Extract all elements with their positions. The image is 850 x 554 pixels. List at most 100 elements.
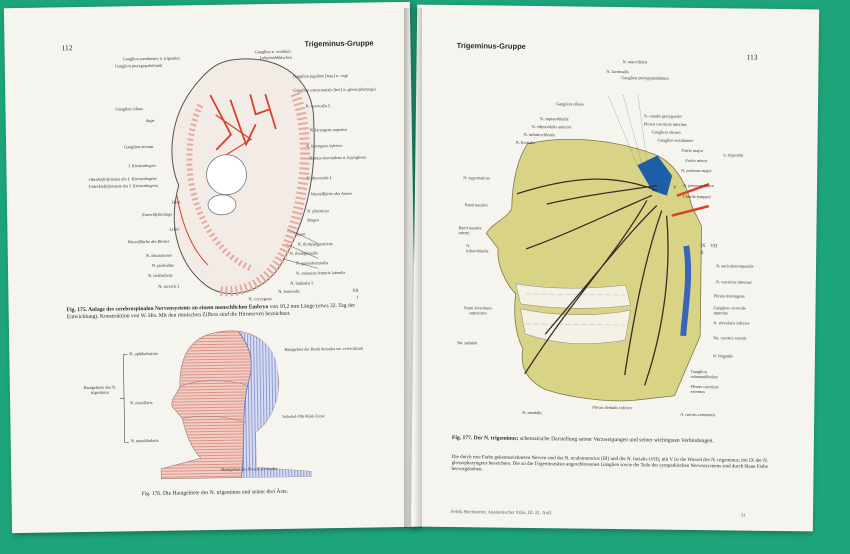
embryo-illustration <box>171 58 319 297</box>
label-ganglion-oticum-r: Ganglion oticum <box>651 129 681 135</box>
label-ganglion-semilunare: Ganglion semilunare n. trigemini <box>122 55 180 62</box>
label-nn-palatini: Nn. palatini <box>457 340 478 346</box>
label-rami-nasales: Rami nasales <box>464 202 488 208</box>
label-plexus-cervicalis: Hautgebiet des Plexus cervicalis <box>221 465 277 472</box>
label-labyrinthblaeschen: Labyrinthbläschen <box>259 54 292 61</box>
head-dermatome-illustration <box>160 330 312 480</box>
label-n-mandibularis: N. mandibularis <box>130 437 159 444</box>
trigeminus-illustration <box>485 94 710 402</box>
label-n-cutaneus-femoris: N. cutaneus femoris lateralis <box>296 269 346 276</box>
footer-text: Feldk-Hochstetter, Anatomischer Atlas, I… <box>450 510 553 517</box>
label-ganglion-extracraniale: Ganglion extracraniale [inf.] n. glossop… <box>293 86 376 93</box>
fig176-caption: Fig. 176. Die Hautgebiete des N. trigemi… <box>141 488 289 498</box>
label-unterkieferfortsatz: Unterkieferfortsatz des I. Kiemenbogens <box>88 182 159 189</box>
label-ganglion-semilunare-r: Ganglion semilunare <box>657 137 694 143</box>
fig177-caption-title: Fig. 177. Der N. trigeminus; <box>451 435 519 442</box>
roman-vii: VII <box>710 244 718 250</box>
label-ganglion-jugulare: Ganglion jugulare [sup.] n. vagi <box>292 72 348 79</box>
label-n-genitofemoralis: N. genitofemoralis <box>295 260 329 266</box>
right-page-header: Trigeminus-Gruppe <box>456 41 526 51</box>
label-portio-minor: Portio minor <box>685 157 708 164</box>
left-page-header: Trigeminus-Gruppe <box>304 38 374 49</box>
label-n-cervicalis: N. cervicalis I. <box>305 103 331 109</box>
fig175-caption: Fig. 175. Anlage des cerebrospinalen Ner… <box>67 302 387 321</box>
label-n-trigemini: n. trigemini <box>723 152 744 158</box>
roman-v: V <box>672 185 677 191</box>
label-ganglion-pterygopalatinum: Ganglion pterygopalatinum <box>114 62 163 69</box>
label-n-lacrimalis: N. lacrimalis <box>606 68 629 75</box>
label-wurzelflaeche-armes: Wurzelfläche des Armes <box>310 190 353 197</box>
label-n-obturatorius: N. obturatorius <box>145 252 172 259</box>
mark-xii: XII <box>352 287 359 293</box>
label-n-alveolaris-inferior: N. alveolaris inferior <box>713 320 750 326</box>
fig177-caption-text: schematische Darstellung seiner Verzweig… <box>519 435 714 445</box>
label-nn-carotici-externi: Nn. carotici externi <box>713 335 747 341</box>
label-n-ilioinguinalis: N. ilioinguinalis <box>289 250 318 256</box>
label-ganglion-pterygopalatinum-r: Ganglion pterygopalatinum <box>621 75 669 81</box>
label-n-thoracalis: N. thoracalis I. <box>306 175 333 181</box>
label-rami-dorsales: Hautgebiet der Rami dorsales nn. cervica… <box>284 345 364 352</box>
label-ganglion-vestibuli: Ganglion n. vestibuli <box>254 48 291 55</box>
label-n-femoralis: N. femoralis <box>278 288 300 294</box>
label-n-canalis-pterygoidei: N. canalis pterygoidei <box>643 113 682 119</box>
label-n-maxillaris: N. maxillaris <box>130 399 153 406</box>
label-n-lingualis: N. lingualis <box>712 353 734 359</box>
fig177-caption: Fig. 177. Der N. trigeminus; schematisch… <box>452 435 772 446</box>
label-n-caroticus-internus: N. caroticus internus <box>715 279 752 285</box>
label-n-phrenicus: N. phrenicus <box>307 208 330 214</box>
label-n-mentalis: N. mentalis <box>522 409 543 416</box>
label-n-auriculotemporalis: N. auriculotemporalis <box>716 263 754 269</box>
label-n-sacralis: N. sacralis I. <box>158 283 181 289</box>
label-a-carotis-communis: A. carotis communis <box>680 411 716 418</box>
label-auge: Auge <box>145 117 155 124</box>
label-ganglion-ciliare-r: Ganglion ciliare <box>555 101 584 107</box>
left-page-number: 112 <box>61 43 73 53</box>
roman-ix: IX <box>700 244 706 250</box>
label-ramus-descendens: Ramus descendens n. hypoglossi <box>309 154 366 161</box>
label-n-ophthalmicus: N. ophthalmicus <box>129 350 158 357</box>
label-kiemenbogen: I. Kiemenbogen <box>128 162 156 169</box>
label-scheitel-ohr-kinn: Scheitel-Ohr-Kinn-Linie <box>282 413 325 419</box>
label-n-iliohypogastricus: N. iliohypogastricus <box>297 241 333 247</box>
label-n-infraorbitalis: N. infraorbitalis <box>466 243 489 254</box>
label-ganglion-submandibulare: Ganglion submandibulare <box>690 368 719 380</box>
label-rami-nasales-interni: Rami nasales interni <box>458 225 482 236</box>
label-n-infratrochlearis: N. infratrochlearis <box>523 131 556 138</box>
label-n-supraorbitalis: N. supraorbitalis <box>539 116 569 122</box>
bracket-line <box>120 354 129 443</box>
label-magen: Magen <box>307 217 320 223</box>
label-n-ischiadicus: N. ischiadicus <box>148 272 173 278</box>
label-n-ethmoidalis: N. ethmoidalis anterior <box>531 123 572 130</box>
left-page: 112 Trigeminus-Gruppe Ganglion semilunar… <box>3 1 419 534</box>
label-leber: Leber <box>169 226 180 232</box>
label-ganglion-ciliare: Ganglion ciliare <box>115 106 144 112</box>
label-wurzelflaeche-beines: Wurzelfläche des Beines <box>127 238 170 245</box>
label-darm: Darm <box>295 231 306 237</box>
right-page: Trigeminus-Gruppe 113 N. lacrimalis N. n… <box>410 4 820 532</box>
label-n-zygomaticus: N. zygomaticus <box>463 175 491 181</box>
roman-x: X <box>700 251 704 257</box>
label-rami-alveolares: Rami alveolares superiores <box>464 305 492 316</box>
footer-signature: 31 <box>740 513 746 519</box>
label-oberkieferfortsatz: Oberkieferfortsatz des I. Kiemenbogens <box>88 175 157 182</box>
label-n-petrosus-minor: N. petrosus minor <box>682 182 714 189</box>
label-ganglion-cervicale: Ganglion cervicale superius <box>713 305 747 316</box>
label-hautgebiete-trigeminus: Hautgebiete des N. trigeminus <box>83 384 117 395</box>
mark-i: I <box>356 294 358 300</box>
label-n-frontalis: N. frontalis <box>515 139 536 146</box>
label-n-laryngeus-superior: N. laryngeus superior <box>309 126 348 133</box>
label-herz: Herz <box>171 199 181 205</box>
label-zwerchfellanlage: Zwerchfellanlage <box>142 211 173 218</box>
right-page-number: 113 <box>746 52 758 62</box>
label-plexus-meningeus: Plexus meningeus <box>713 293 745 299</box>
label-n-lumbalis: N. lumbalis I. <box>290 280 314 286</box>
label-plexus-dentalis: Plexus dentalis inferior <box>592 404 633 411</box>
label-n-nasociliaris: N. nasociliaris <box>622 59 648 65</box>
label-n-pudendus: N. pudendus <box>151 262 174 268</box>
label-portio-major: Portio major <box>681 147 704 154</box>
label-n-coccygeus: N. coccygeus <box>248 296 272 302</box>
fig177-caption-detail: Die durch rote Farbe gekennzeichneten Ne… <box>451 455 769 473</box>
label-ganglion-oticum: Ganglion oticum <box>124 143 154 150</box>
label-n-petrosus-major: N. petrosus major <box>681 167 712 174</box>
label-plexus-caroticus-int: Plexus caroticus internus <box>643 121 687 127</box>
